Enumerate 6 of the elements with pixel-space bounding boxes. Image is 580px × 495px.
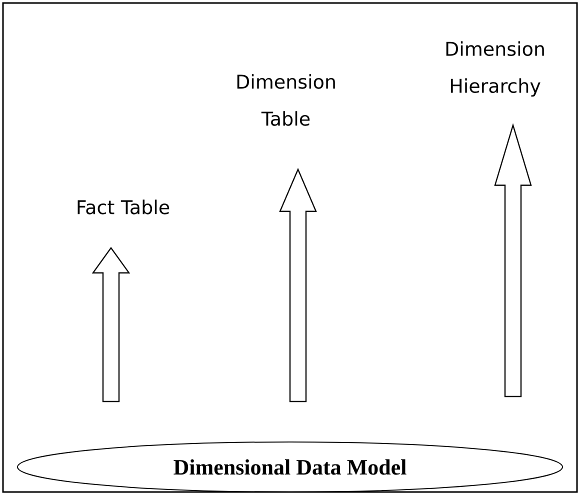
block-arrow <box>494 123 532 398</box>
concept-label: Dimension Table <box>237 74 335 126</box>
concept-label: Dimension Hierarchy <box>446 41 544 97</box>
block-arrow <box>92 246 130 402</box>
concept-label: Fact Table <box>78 200 170 214</box>
block-arrow <box>279 168 317 402</box>
